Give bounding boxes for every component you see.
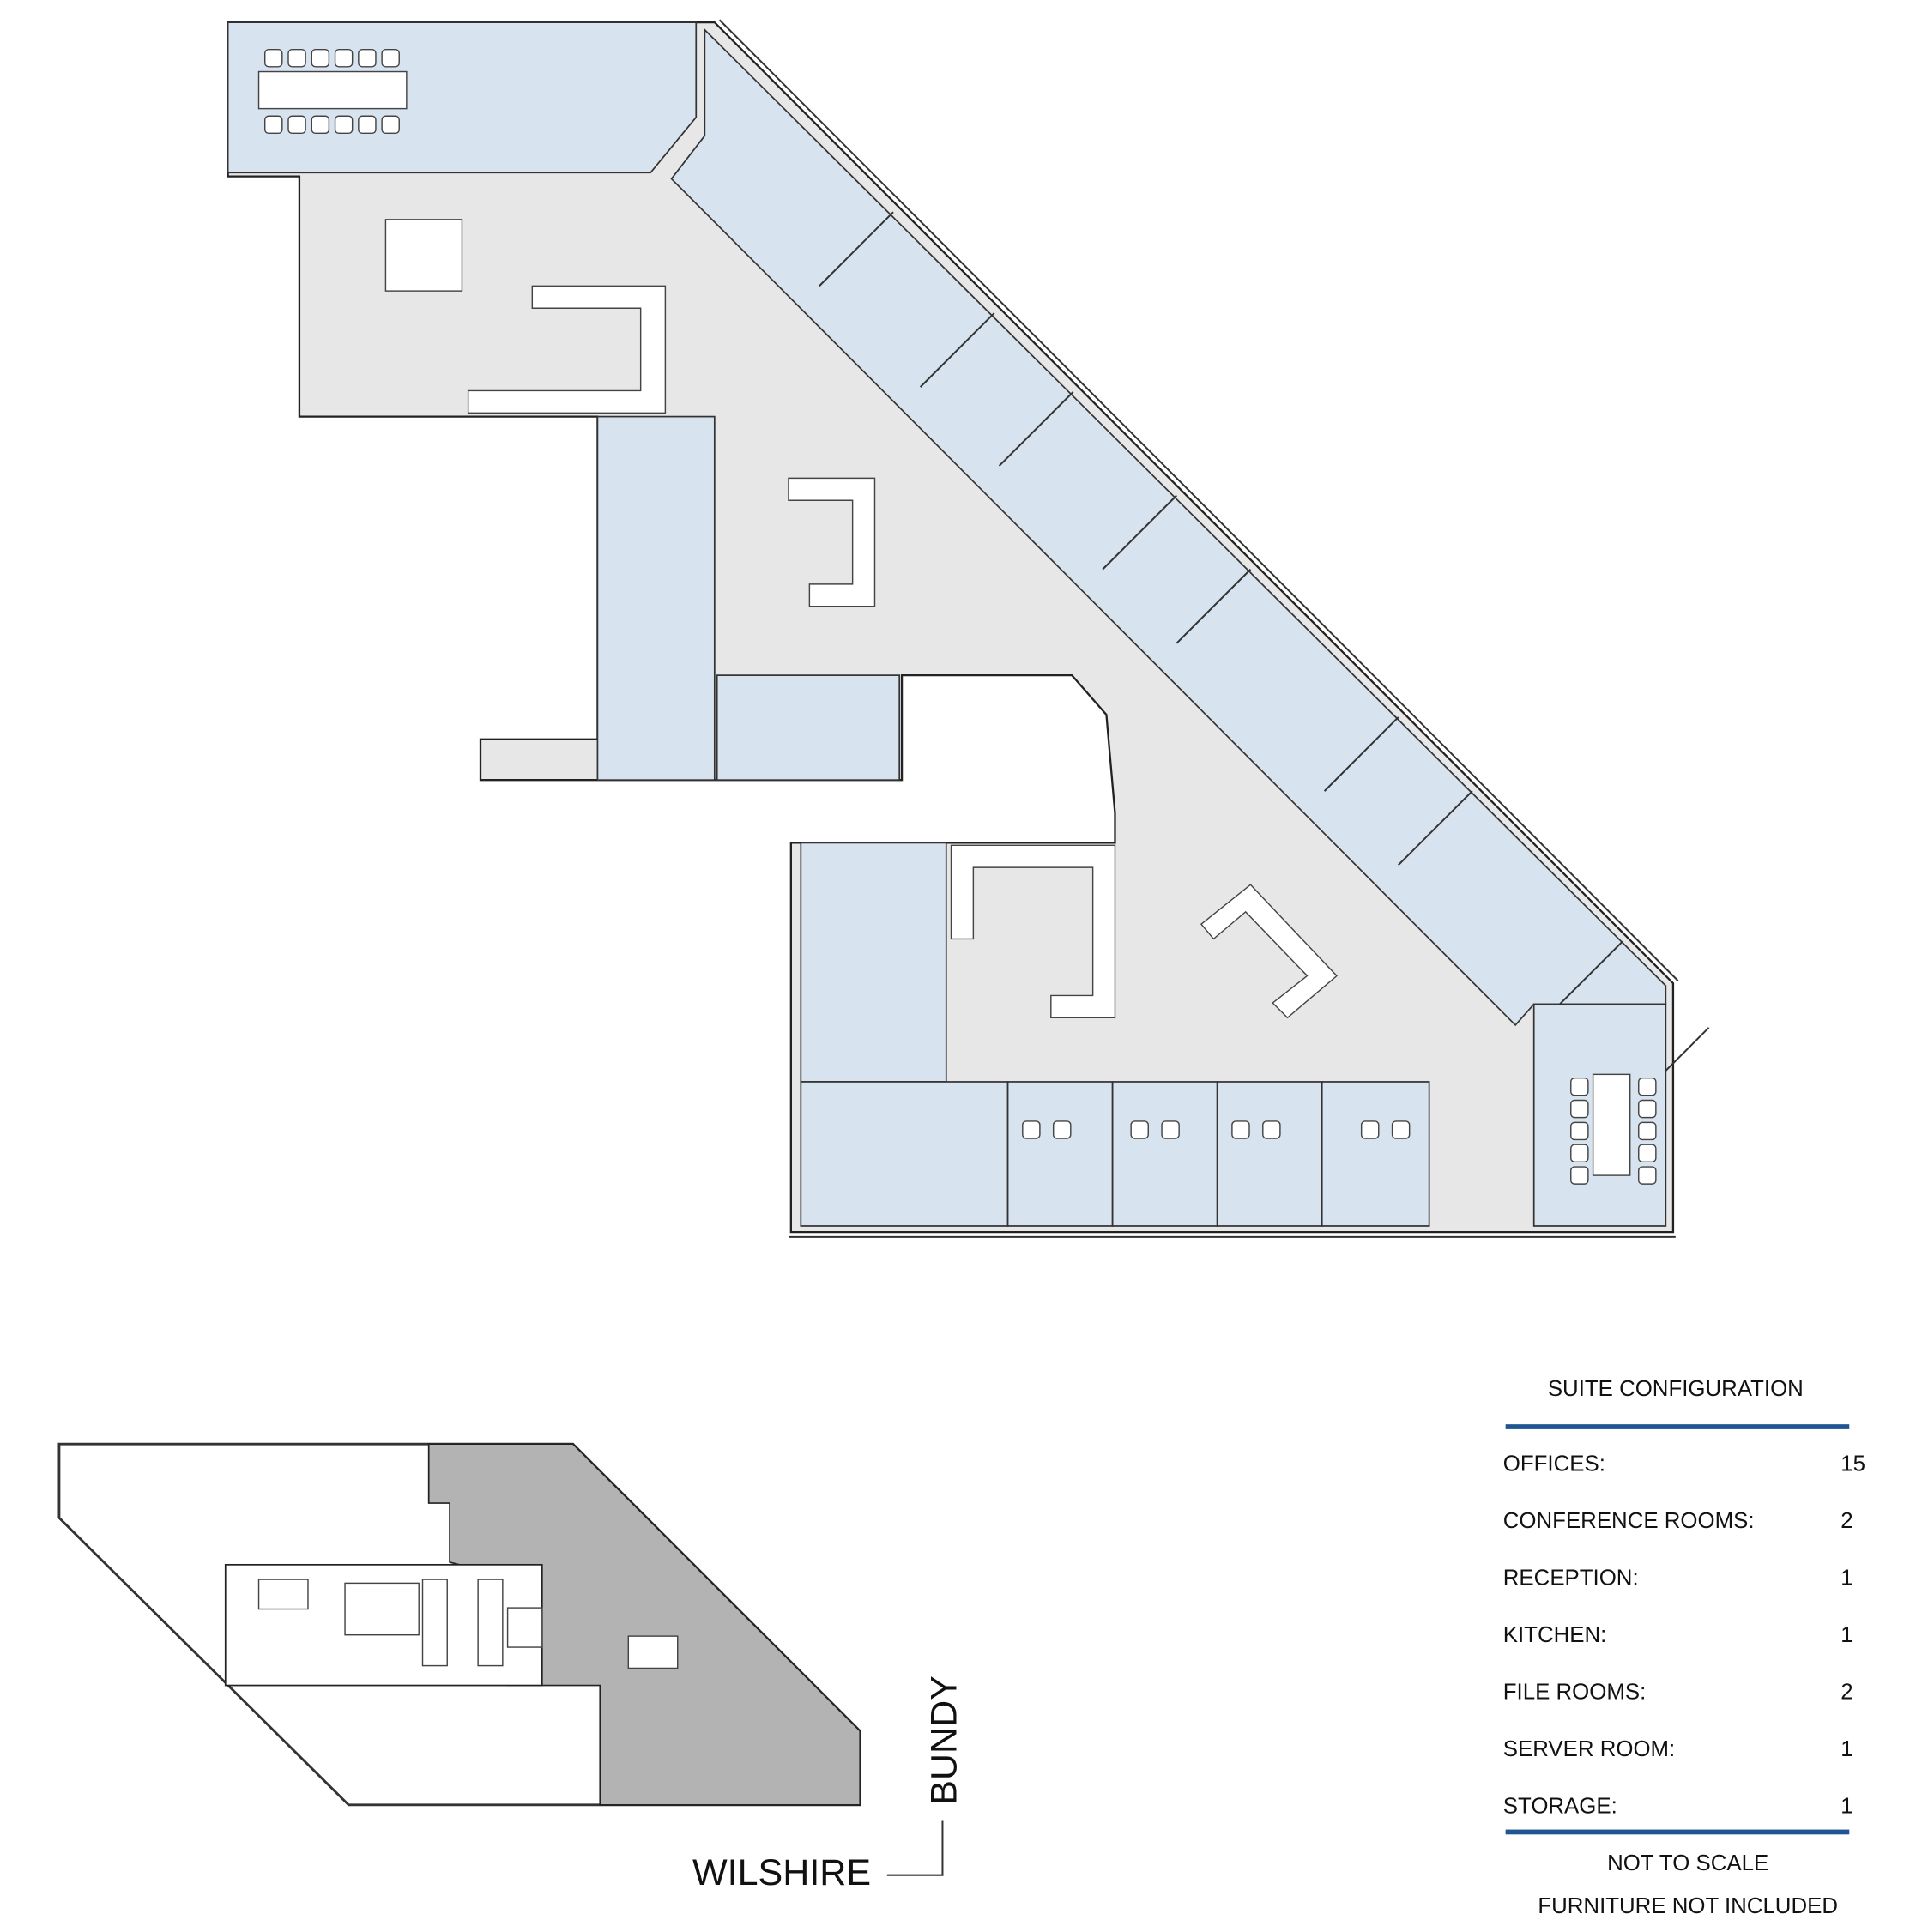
key-plan: BUNDY WILSHIRE	[57, 1442, 964, 1893]
rule-top	[1505, 1424, 1850, 1429]
chair	[1638, 1144, 1657, 1163]
chair	[1052, 1120, 1072, 1139]
rule-bottom	[1505, 1829, 1850, 1835]
office-divider	[819, 211, 894, 287]
config-value: 1	[1840, 1737, 1852, 1761]
chair	[1638, 1077, 1657, 1096]
config-label: STORAGE:	[1503, 1795, 1617, 1819]
chair	[358, 115, 377, 135]
workstation-cluster-1	[788, 477, 876, 607]
config-value: 1	[1840, 1623, 1852, 1647]
config-label: FILE ROOMS:	[1503, 1681, 1646, 1705]
suite-config-title: SUITE CONFIGURATION	[1548, 1377, 1804, 1401]
chair	[1231, 1120, 1250, 1139]
note-furniture: FURNITURE NOT INCLUDED	[1538, 1894, 1838, 1918]
chair	[1570, 1099, 1589, 1119]
chair	[311, 115, 330, 135]
key-plan-suite-highlight	[427, 1443, 861, 1806]
storage-room	[800, 842, 947, 1083]
office-divider	[1548, 940, 1623, 1017]
corridor-area	[227, 21, 1675, 1234]
workstation-cluster-4	[467, 285, 667, 414]
conference-table-east	[1592, 1073, 1631, 1176]
config-label: CONFERENCE ROOMS:	[1503, 1509, 1755, 1533]
chairs	[264, 48, 1657, 1185]
conference-table-north	[257, 70, 408, 110]
office-divider	[919, 312, 995, 388]
config-value: 1	[1840, 1567, 1852, 1591]
office-divider	[1102, 494, 1177, 571]
chair	[311, 48, 330, 68]
chair	[1570, 1144, 1589, 1163]
chair	[287, 48, 306, 68]
config-value: 2	[1840, 1681, 1852, 1705]
office-south-4	[1321, 1081, 1430, 1227]
chair	[287, 115, 306, 135]
perimeter-offices	[670, 27, 1667, 1027]
workstation-cluster-2	[950, 844, 1116, 1019]
config-row: STORAGE: 1	[1503, 1795, 1853, 1819]
config-value: 1	[1840, 1795, 1852, 1819]
config-label: SERVER ROOM:	[1503, 1737, 1675, 1761]
config-label: KITCHEN:	[1503, 1623, 1607, 1647]
chair	[1638, 1099, 1657, 1119]
chair	[1161, 1120, 1180, 1139]
chair	[1638, 1121, 1657, 1141]
suite-configuration-table: SUITE CONFIGURATION OFFICES: 15CONFERENCE…	[1503, 1377, 1865, 1918]
office-divider	[1323, 716, 1399, 792]
chair	[1262, 1120, 1281, 1139]
config-row: RECEPTION: 1	[1503, 1567, 1853, 1591]
chair	[1130, 1120, 1149, 1139]
chair	[1391, 1120, 1411, 1139]
reception-desk	[384, 219, 463, 292]
chair	[334, 115, 354, 135]
config-value: 2	[1840, 1509, 1852, 1533]
config-row: FILE ROOMS: 2	[1503, 1681, 1853, 1705]
chair	[1022, 1120, 1041, 1139]
street-wilshire: WILSHIRE	[692, 1852, 871, 1893]
kitchen	[800, 1081, 1009, 1227]
config-label: RECEPTION:	[1503, 1567, 1639, 1591]
office-divider	[1176, 568, 1252, 644]
config-row: KITCHEN: 1	[1503, 1623, 1853, 1647]
office-south-3	[1216, 1081, 1323, 1227]
chair	[1570, 1121, 1589, 1141]
note-not-to-scale: NOT TO SCALE	[1607, 1851, 1768, 1875]
config-value: 15	[1840, 1452, 1865, 1476]
office-divider	[998, 391, 1074, 467]
office-south-2	[1111, 1081, 1218, 1227]
config-row: CONFERENCE ROOMS: 2	[1503, 1509, 1853, 1533]
office-divider	[1398, 790, 1473, 866]
chair	[1638, 1166, 1657, 1185]
server-room	[716, 674, 901, 782]
chair	[381, 48, 400, 68]
chair	[334, 48, 354, 68]
chair	[1570, 1077, 1589, 1096]
config-row: SERVER ROOM: 1	[1503, 1737, 1853, 1761]
chair	[358, 48, 377, 68]
config-row: OFFICES: 15	[1503, 1452, 1865, 1476]
workstation-cluster-3	[1200, 884, 1338, 1019]
office-south-1	[1006, 1081, 1114, 1227]
chair	[381, 115, 400, 135]
chair	[264, 115, 283, 135]
config-label: OFFICES:	[1503, 1452, 1605, 1476]
chair	[1570, 1166, 1589, 1185]
file-room	[596, 415, 716, 782]
chair	[1360, 1120, 1380, 1139]
suite-floor-plan	[227, 19, 1710, 1238]
chair	[264, 48, 283, 68]
street-bundy: BUNDY	[923, 1675, 964, 1805]
